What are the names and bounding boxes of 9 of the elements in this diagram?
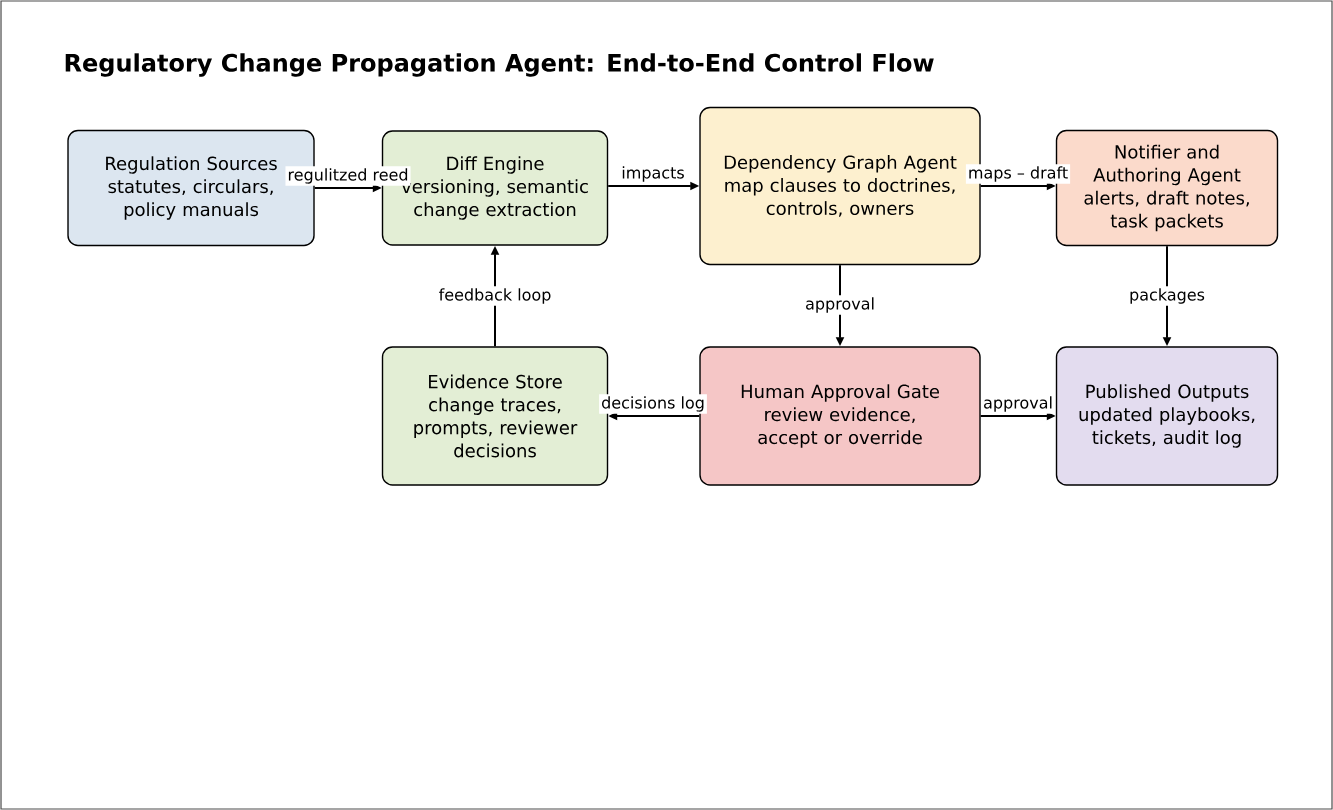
title: Regulatory Change Propagation Agent: End-to-End Control Flow	[65, 53, 934, 77]
process-box: Published Outputs updated playbooks, tickets, audit log	[1055, 346, 1279, 486]
edge-label: decisions log	[599, 394, 707, 414]
edge-label: maps – draft	[965, 164, 1071, 184]
edge-label: feedback loop	[436, 286, 554, 306]
edge-label: approval	[803, 295, 877, 315]
edge-label: approval	[981, 394, 1055, 414]
edge-label: impacts	[619, 164, 687, 184]
edge-label: packages	[1127, 286, 1207, 306]
